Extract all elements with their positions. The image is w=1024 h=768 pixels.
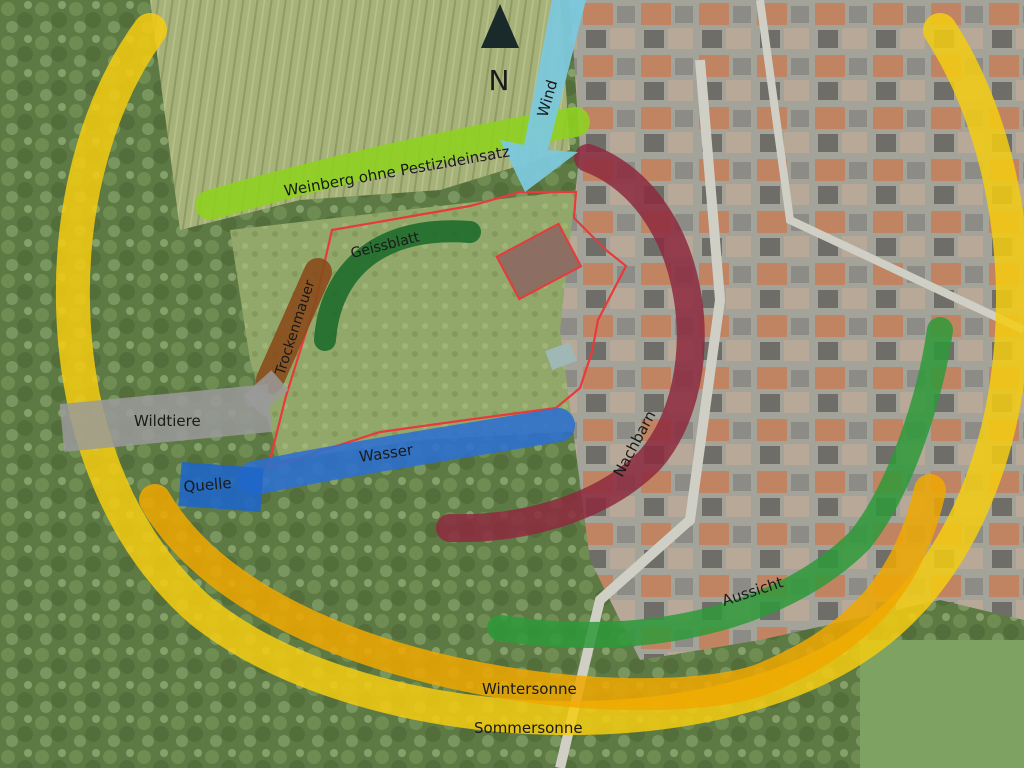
water-band — [238, 408, 575, 495]
winter-sun-arc — [139, 474, 946, 711]
vineyard-area — [150, 0, 570, 230]
wind-arrow — [500, 0, 586, 192]
summer-sun-label: Sommersonne — [474, 719, 583, 737]
greenhouse-marker — [545, 342, 577, 370]
north-arrow: N — [481, 4, 519, 97]
drystone-wall-band — [256, 258, 332, 394]
honeysuckle-arc — [314, 220, 481, 351]
wildlife-band-extension — [243, 370, 289, 415]
winter-sun-label: Wintersonne — [482, 680, 577, 698]
north-arrow-label: N — [489, 64, 510, 97]
village-area — [560, 0, 1024, 660]
wildlife-label: Wildtiere — [134, 412, 201, 430]
lawn-area — [860, 640, 1024, 768]
wildlife-band — [59, 384, 273, 452]
house-marker — [495, 222, 583, 301]
summer-sun-arc — [55, 13, 1024, 736]
spring-label: Quelle — [183, 474, 232, 496]
neighbors-arc — [436, 144, 705, 543]
village-road-east — [756, 0, 1024, 334]
property-boundary — [266, 190, 628, 470]
view-arc — [487, 317, 953, 648]
village-road — [555, 59, 726, 768]
spring-band — [178, 462, 264, 512]
north-arrow-icon — [481, 4, 519, 48]
